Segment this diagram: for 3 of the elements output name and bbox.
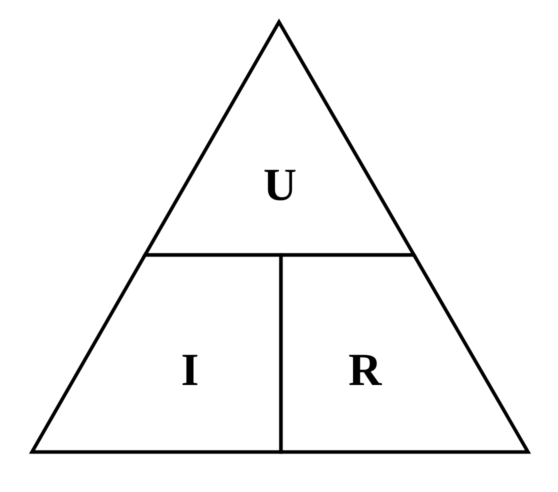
quantity-symbol: R (348, 347, 382, 393)
quantity-symbol: U (263, 162, 297, 208)
quantity-symbol: I (181, 347, 199, 393)
